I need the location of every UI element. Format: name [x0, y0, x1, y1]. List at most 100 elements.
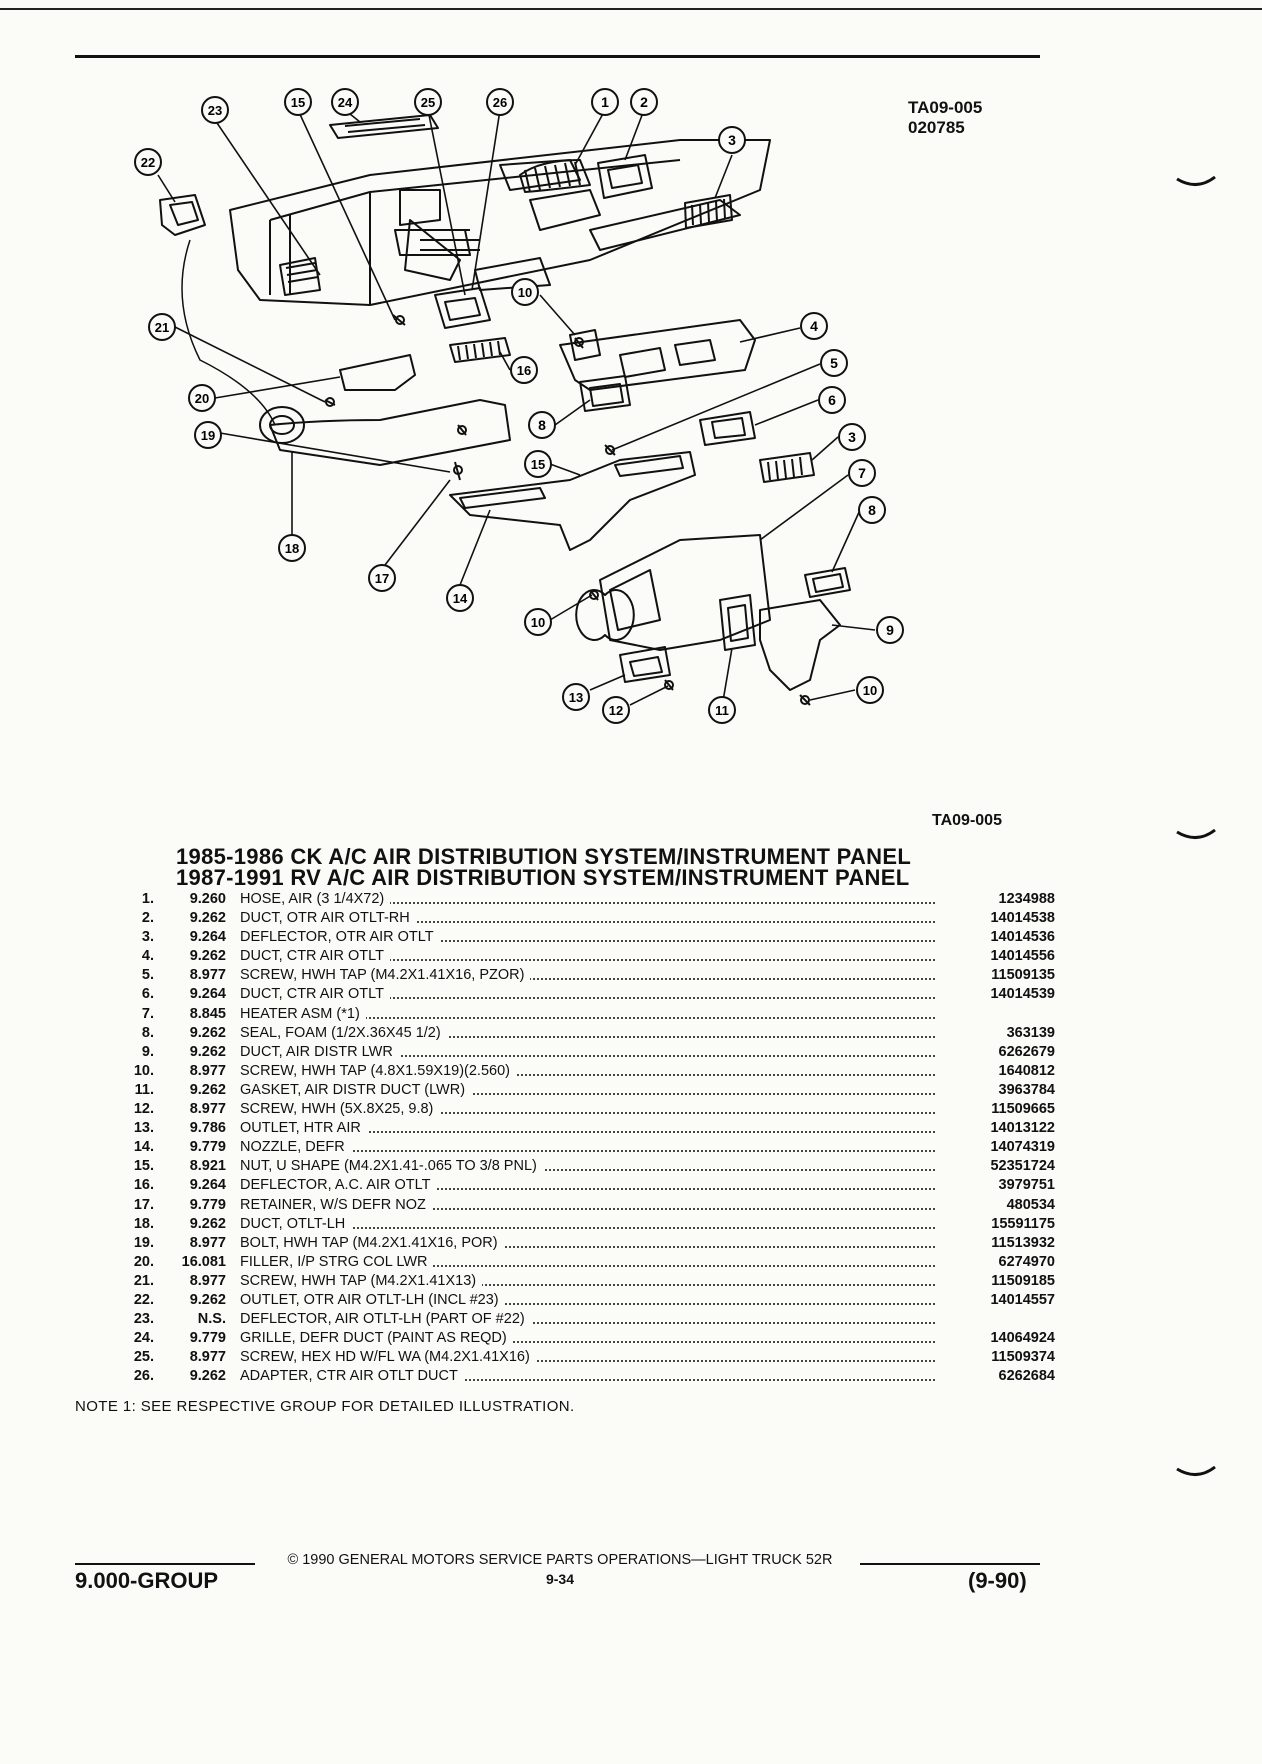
footnote: NOTE 1: SEE RESPECTIVE GROUP FOR DETAILE… [75, 1398, 575, 1415]
part-name: SCREW [240, 1349, 294, 1366]
description: ADAPTER, CTR AIR OTLT DUCT [240, 1368, 464, 1385]
part-name: SCREW [240, 967, 294, 984]
part-number: 1640812 [998, 1062, 1055, 1079]
part-name: FILLER [240, 1253, 290, 1270]
part-name: SEAL [240, 1024, 278, 1041]
leader-dots: SCREW, HWH TAP (4.8X1.59X19)(2.560) [240, 1062, 935, 1081]
leader-dots: DEFLECTOR, AIR OTLT-LH (PART OF #22) [240, 1310, 935, 1329]
description: SCREW, HWH (5X.8X25, 9.8) [240, 1101, 440, 1118]
group-number: 9.779 [189, 1330, 226, 1347]
group-number: 9.264 [189, 929, 226, 946]
part-name: GASKET [240, 1081, 298, 1098]
callout-label: 8 [538, 417, 546, 433]
part-name: HEATER ASM [240, 1005, 333, 1022]
group-number: 9.262 [189, 948, 226, 965]
group-label: 9.000-GROUP [75, 1568, 219, 1593]
group-number: 9.262 [189, 910, 226, 927]
part-name: GRILLE [240, 1330, 292, 1347]
item-number: 14. [133, 1139, 154, 1156]
item-number: 7. [141, 1005, 154, 1022]
description: NUT, U SHAPE (M4.2X1.41-.065 TO 3/8 PNL) [240, 1158, 543, 1175]
part-detail: , CTR AIR OTLT DUCT [308, 1368, 458, 1385]
leader-dots: OUTLET, OTR AIR OTLT-LH (INCL #23) [240, 1291, 935, 1310]
leader-dots: NUT, U SHAPE (M4.2X1.41-.065 TO 3/8 PNL) [240, 1157, 935, 1176]
callout-label: 6 [828, 392, 836, 408]
item-number: 5. [141, 967, 154, 984]
leader-dots: DEFLECTOR, OTR AIR OTLT [240, 928, 935, 947]
callout-circle [331, 88, 359, 116]
callout-label: 15 [531, 457, 545, 472]
part-detail: , DEFR DUCT (PAINT AS REQD) [291, 1330, 507, 1347]
part-name: SCREW [240, 1062, 294, 1079]
figure-date-code: 020785 [908, 118, 965, 137]
callout-label: 1 [601, 94, 609, 110]
heater-assembly [599, 534, 771, 651]
callout-label: 12 [609, 703, 623, 718]
description: DEFLECTOR, AIR OTLT-LH (PART OF #22) [240, 1311, 531, 1328]
part-detail: , W/S DEFR NOZ [312, 1196, 426, 1213]
part-name: SCREW [240, 1101, 294, 1118]
callout-label: 17 [375, 571, 389, 586]
description: DEFLECTOR, A.C. AIR OTLT [240, 1177, 437, 1194]
callout-circle [562, 683, 590, 711]
description: OUTLET, HTR AIR [240, 1120, 367, 1137]
leader-dots: HEATER ASM (*1) [240, 1005, 935, 1024]
scan-mark [1176, 828, 1216, 839]
group-number: 8.977 [189, 967, 226, 984]
callout-circle [820, 349, 848, 377]
callout-circle [414, 88, 442, 116]
copyright-line: © 1990 GENERAL MOTORS SERVICE PARTS OPER… [287, 1552, 833, 1568]
part-number: 14014539 [990, 986, 1055, 1003]
part-detail: , HWH TAP (M4.2X1.41X16, POR) [275, 1234, 498, 1251]
callout-label: 13 [569, 690, 583, 705]
group-number: 8.977 [189, 1062, 226, 1079]
group-number: N.S. [197, 1311, 226, 1328]
description: DUCT, CTR AIR OTLT [240, 948, 390, 965]
item-number: 20. [133, 1253, 154, 1270]
callout-label: 22 [141, 155, 155, 170]
callout-circle [876, 616, 904, 644]
description: RETAINER, W/S DEFR NOZ [240, 1196, 432, 1213]
callout-circle [524, 608, 552, 636]
group-number: 9.264 [189, 1177, 226, 1194]
part-number: 11513932 [991, 1234, 1055, 1251]
leader-dots: BOLT, HWH TAP (M4.2X1.41X16, POR) [240, 1234, 935, 1253]
group-number: 8.845 [189, 1005, 226, 1022]
item-number: 24. [133, 1330, 154, 1347]
part-number: 14013122 [990, 1120, 1055, 1137]
callout-circle [708, 696, 736, 724]
header-rule [75, 55, 1040, 58]
callout-circle [818, 386, 846, 414]
callout-circle [630, 88, 658, 116]
description: SCREW, HWH TAP (4.8X1.59X19)(2.560) [240, 1062, 516, 1079]
leader-dots: DUCT, AIR DISTR LWR [240, 1043, 935, 1062]
description: FILLER, I/P STRG COL LWR [240, 1253, 434, 1270]
description: BOLT, HWH TAP (M4.2X1.41X16, POR) [240, 1234, 504, 1251]
leader-dots: SCREW, HWH TAP (M4.2X1.41X13) [240, 1272, 935, 1291]
part-detail: , A.C. AIR OTLT [327, 1177, 431, 1194]
footer-rule-left [75, 1563, 255, 1565]
part-detail: , AIR (3 1/4X72) [281, 891, 385, 907]
callout-label: 8 [868, 502, 876, 518]
part-name: BOLT [240, 1234, 276, 1251]
part-name: DUCT [240, 948, 279, 965]
callout-circle [800, 312, 828, 340]
part-number: 14014538 [990, 910, 1055, 927]
callout-label: 19 [201, 428, 215, 443]
description: HOSE, AIR (3 1/4X72) [240, 891, 391, 907]
leader-dots: OUTLET, HTR AIR [240, 1119, 935, 1138]
description: SEAL, FOAM (1/2X.36X45 1/2) [240, 1024, 447, 1041]
part-detail: , HEX HD W/FL WA (M4.2X1.41X16) [293, 1349, 530, 1366]
group-number: 9.262 [189, 1291, 226, 1308]
part-number: 14014556 [990, 948, 1055, 965]
callout-circle [856, 676, 884, 704]
callout-label: 15 [291, 95, 305, 110]
